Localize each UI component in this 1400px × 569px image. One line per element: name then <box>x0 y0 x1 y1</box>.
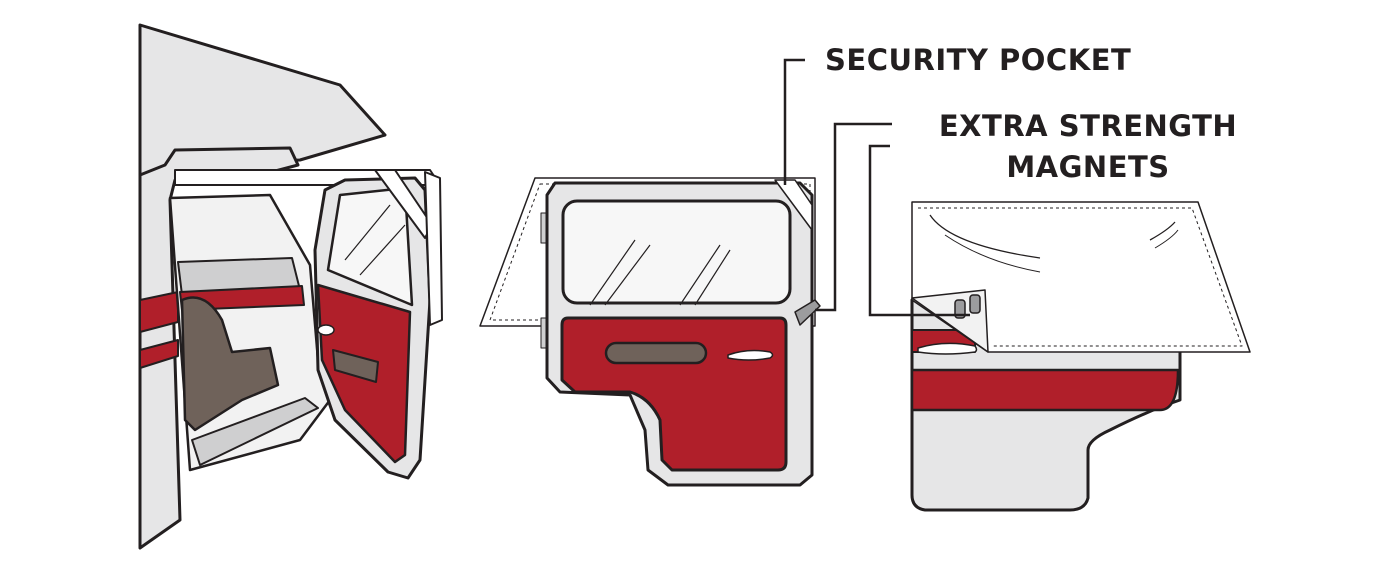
label-extra-strength: EXTRA STRENGTH <box>938 109 1238 143</box>
door-window <box>561 199 792 305</box>
callout-line-magnets-middle <box>815 122 892 312</box>
callout-line-security-pocket <box>783 58 805 185</box>
detail-magnet-left <box>954 299 966 319</box>
interior-floor <box>191 397 319 466</box>
door-front-illustration <box>479 177 821 487</box>
vehicle-illustration <box>138 23 443 550</box>
open-door-armrest <box>332 349 379 383</box>
label-security-pocket: SECURITY POCKET <box>825 43 1132 77</box>
cover-strap-side <box>424 171 443 326</box>
detail-handle <box>917 342 978 355</box>
open-door-knob <box>317 324 335 336</box>
callout-line-magnets-right <box>868 144 970 317</box>
magnet-pad <box>794 299 821 326</box>
door-hinge-upper <box>540 212 547 244</box>
door-detail-illustration <box>910 201 1251 512</box>
detail-red-band <box>910 368 1180 412</box>
interior-seat <box>180 296 280 432</box>
security-pocket-strap <box>774 179 813 231</box>
vehicle-stripe-lower <box>139 339 179 369</box>
detail-cover-sheet <box>911 201 1251 353</box>
label-magnets: MAGNETS <box>1006 150 1170 184</box>
detail-cover-flap <box>911 289 989 353</box>
door-hinge-lower <box>540 317 547 349</box>
door-handle <box>727 349 774 361</box>
detail-magnet-right <box>969 294 981 314</box>
callout-lines <box>783 58 970 317</box>
door-armrest <box>604 341 708 365</box>
